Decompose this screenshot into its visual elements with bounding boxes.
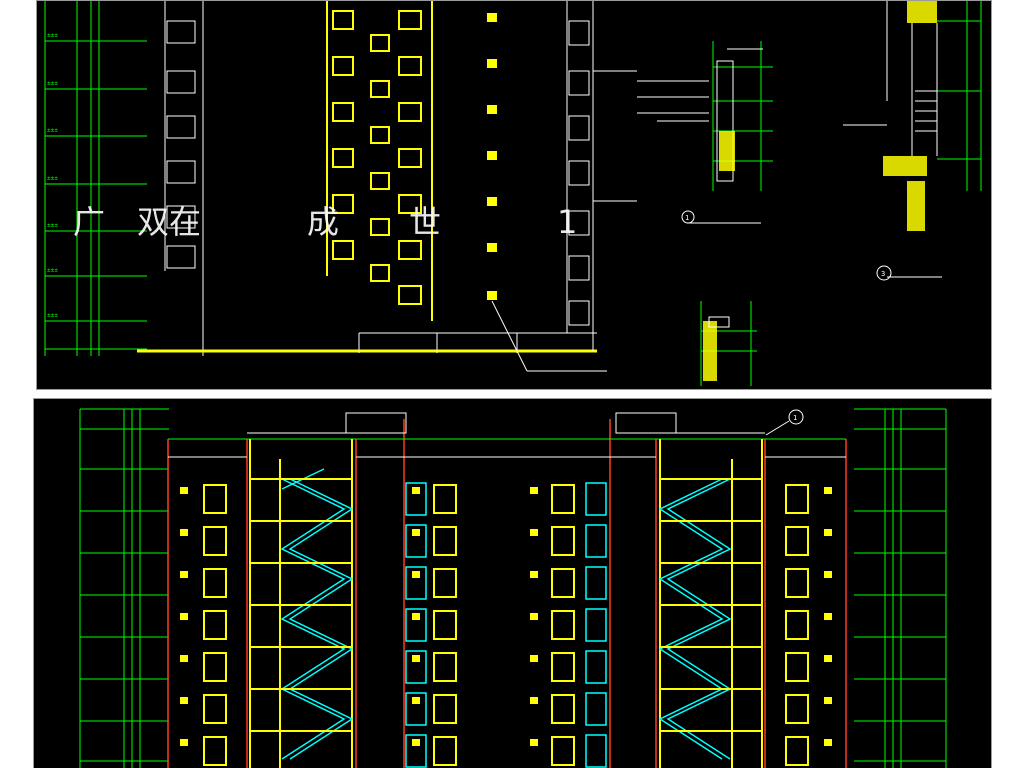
- svg-text:±±±: ±±±: [47, 312, 58, 319]
- left-facade-block: [164, 1, 204, 356]
- svg-text:±±±: ±±±: [47, 222, 58, 229]
- top-elevation-svg: ±±± ±±± ±±± ±±± ±±± ±±± ±±±: [44, 1, 982, 386]
- left-dimension-ladder: [44, 1, 147, 356]
- detail-marker-1: 1: [685, 214, 689, 222]
- overlay-fragment-2: 双在: [137, 203, 201, 241]
- wall-section-detail-2: [700, 301, 757, 386]
- overlay-fragment-1: 广: [73, 203, 105, 241]
- stair-tower-right: [658, 439, 763, 768]
- svg-text:±±±: ±±±: [47, 80, 58, 87]
- stair-tower-left: [249, 439, 354, 768]
- overlay-fragment-5: 1: [557, 203, 577, 241]
- overlay-fragment-4: 世: [409, 203, 441, 241]
- building-outline: [168, 412, 846, 458]
- column-lines: [167, 419, 847, 768]
- wall-section-detail-3: 3: [843, 1, 982, 281]
- facade-windows: [203, 484, 809, 766]
- axis-marker: [788, 409, 804, 425]
- center-facade: [326, 1, 607, 372]
- right-facade-block: [566, 1, 637, 351]
- central-balconies: [405, 482, 607, 768]
- detail-marker-3: 3: [881, 270, 885, 278]
- cad-drawing-top: ±±± ±±± ±±± ±±± ±±± ±±± ±±±: [36, 0, 992, 390]
- left-dimension-ladder: [79, 408, 169, 768]
- bottom-elevation-svg: 1: [79, 408, 947, 768]
- overlay-fragment-3: 成: [307, 203, 339, 241]
- small-windows: [180, 487, 832, 746]
- svg-text:±±±: ±±±: [47, 32, 58, 39]
- axis-marker-label: 1: [793, 414, 797, 422]
- wall-section-detail-1: 1: [637, 41, 773, 224]
- right-dimension-ladder: [854, 408, 947, 768]
- cad-drawing-bottom: 1: [33, 398, 992, 768]
- svg-text:±±±: ±±±: [47, 175, 58, 182]
- svg-text:±±±: ±±±: [47, 127, 58, 134]
- left-dimension-labels: ±±± ±±± ±±± ±±± ±±± ±±± ±±±: [47, 32, 58, 319]
- svg-text:±±±: ±±±: [47, 267, 58, 274]
- overlay-caption: 广 双在 成 世 1: [73, 203, 577, 241]
